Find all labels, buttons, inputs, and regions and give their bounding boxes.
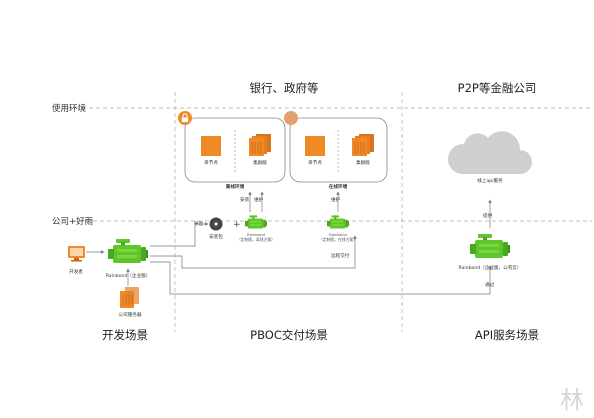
maintain-label: 维护 [254, 198, 264, 203]
disc-icon [209, 217, 223, 231]
rainbond-pboc-offline-sub: （定制版，离线方案） [237, 237, 275, 242]
cloud-service-label: 线上api服务 [477, 179, 503, 184]
rainbond-to-remote-delivery-connector [150, 235, 357, 269]
rainbond-public-engine-icon [470, 234, 510, 258]
remote-delivery-label: 远程交付 [331, 254, 350, 259]
company-label: 公司+好雨 [52, 217, 94, 227]
rainbond-to-public-connector [150, 261, 492, 295]
online-cluster-label: 集群版 [356, 161, 370, 166]
computer-icon [68, 246, 85, 262]
offline-single-node-label: 单节点 [204, 161, 218, 166]
plus-sign: + [233, 220, 241, 230]
company-server-label: 公司服务器 [118, 313, 142, 318]
lock-icon [178, 111, 192, 125]
rainbond-public-label: Rainbond（企业版，公有云） [458, 266, 522, 271]
dev-scene-footer: 开发场景 [102, 328, 148, 342]
rainbond-pboc-offline-engine-icon [245, 215, 267, 229]
pboc-scene-footer: PBOC交付场景 [250, 328, 328, 342]
bank-gov-header: 银行、政府等 [249, 81, 319, 95]
rainbond-pboc-online-sub: （定制版，在线方案） [319, 237, 357, 242]
offline-env-label: 离线环境 [225, 185, 245, 190]
use-env-label: 使用环境 [52, 104, 87, 114]
rainbond-pboc-online-engine-icon [327, 215, 349, 229]
install-label: 安装 [240, 198, 250, 203]
rainbond-pboc-offline-name: Rainbond [247, 232, 265, 237]
cluster-server-icon [352, 134, 374, 156]
cloud-icon [447, 131, 532, 174]
company-server-icon [120, 287, 139, 308]
cluster-server-icon [249, 134, 271, 156]
online-single-node-label: 单节点 [308, 161, 322, 166]
online-badge-icon [284, 111, 298, 125]
online-env-label: 在线环境 [328, 185, 348, 190]
rainbond-enterprise-label: Rainbond（企业版） [105, 274, 151, 279]
install-pkg-label: 安装包 [209, 235, 223, 240]
online-env-box [289, 117, 388, 183]
rainbond-enterprise-engine-icon [108, 239, 148, 263]
via-label: 通过 [485, 283, 495, 288]
offline-cluster-label: 集群版 [253, 161, 267, 166]
dev-pc-label: 开发者 [69, 270, 83, 275]
rainbond-pboc-online-name: Rainbond [329, 232, 347, 237]
online-maintain-label: 维护 [331, 198, 341, 203]
watermark-glyph: 林 [560, 386, 584, 414]
single-node-server-icon [201, 136, 221, 156]
export-label: 导出 [194, 222, 204, 227]
p2p-header: P2P等金融公司 [457, 81, 537, 95]
provide-label: 提供 [483, 214, 493, 219]
offline-env-box [184, 117, 286, 183]
single-node-server-icon [305, 136, 325, 156]
rainbond-to-export-connector [150, 222, 209, 247]
api-scene-footer: API服务场景 [474, 328, 540, 342]
